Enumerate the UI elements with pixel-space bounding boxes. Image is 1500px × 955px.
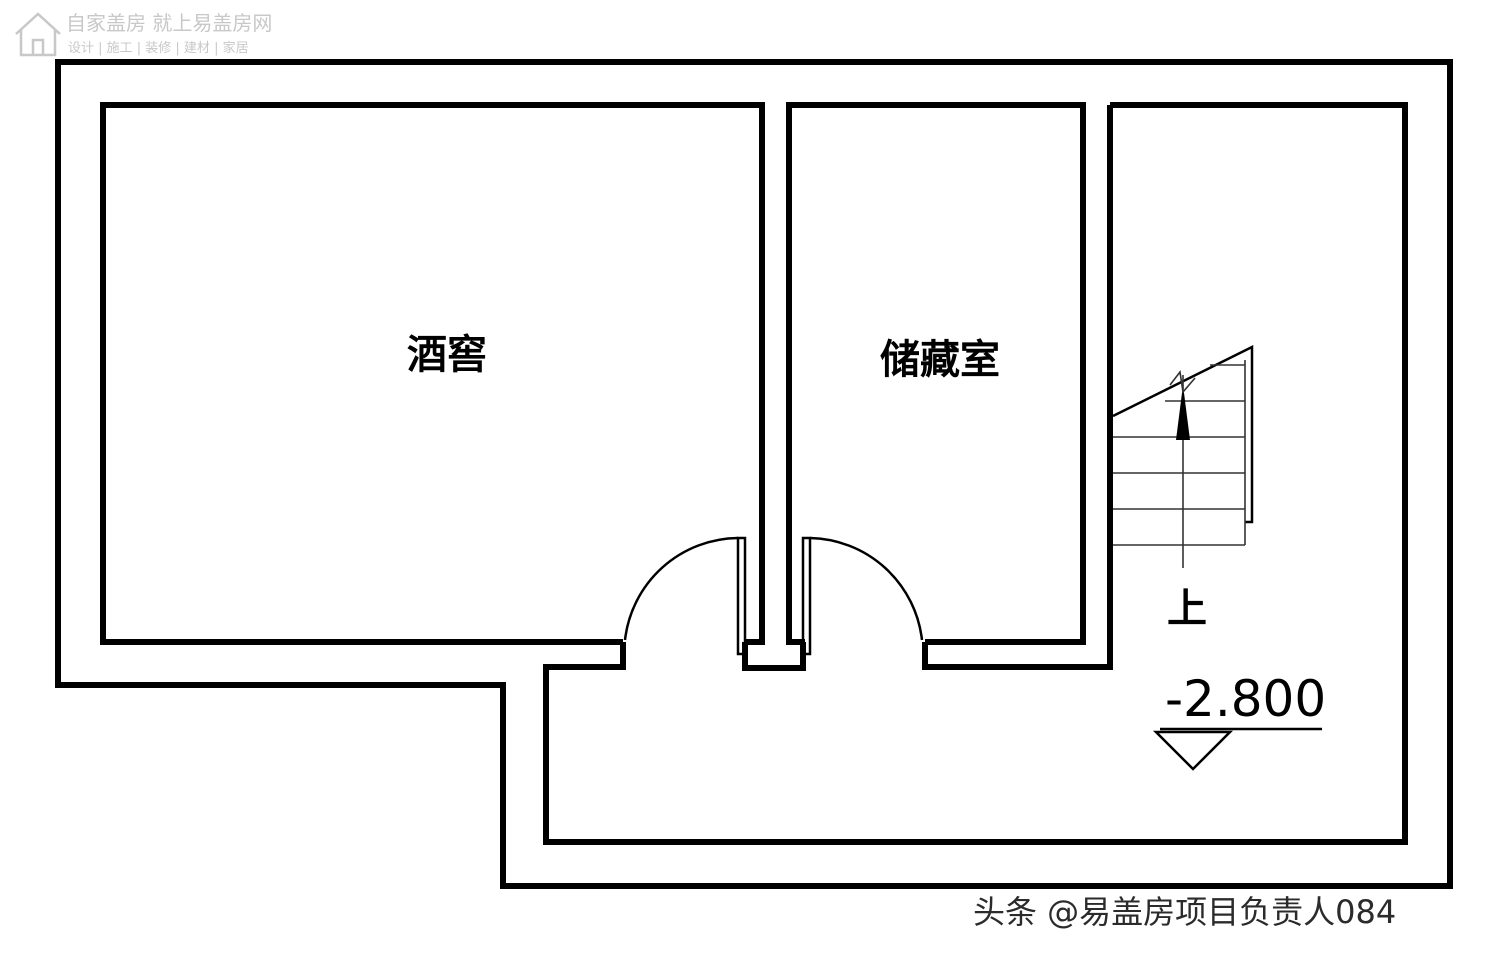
elevation-triangle-icon [1152, 730, 1234, 771]
outer-wall [55, 59, 1453, 889]
elevation-value: -2.800 [1165, 670, 1326, 728]
cellar-door [623, 536, 747, 656]
cellar-door-leaf [736, 536, 747, 656]
door-pier [742, 642, 806, 671]
watermark-title: 自家盖房 就上易盖房网 [66, 11, 272, 35]
stair-up-arrow-icon [1169, 370, 1196, 568]
watermark-subtitle: 设计 | 施工 | 装修 | 建材 | 家居 [68, 40, 249, 56]
stair: 上 [1112, 344, 1254, 632]
wine-cellar-wall [100, 102, 765, 645]
storage-room-label: 储藏室 [880, 337, 1000, 383]
elevation-mark: -2.800 [1152, 670, 1326, 771]
corridor-wall [922, 105, 1113, 670]
watermark: 自家盖房 就上易盖房网 设计 | 施工 | 装修 | 建材 | 家居 [15, 11, 272, 57]
cellar-door-swing [623, 536, 739, 641]
storage-door-leaf [801, 536, 812, 656]
house-logo-icon [15, 12, 61, 57]
credit-text: 头条 @易盖房项目负责人084 [973, 893, 1396, 931]
storage-door [801, 536, 924, 656]
storage-door-swing [809, 536, 924, 641]
wine-cellar-label: 酒窖 [407, 332, 487, 378]
storage-wall [786, 102, 1086, 645]
stair-up-label: 上 [1167, 586, 1207, 632]
inner-wall [543, 102, 1408, 845]
